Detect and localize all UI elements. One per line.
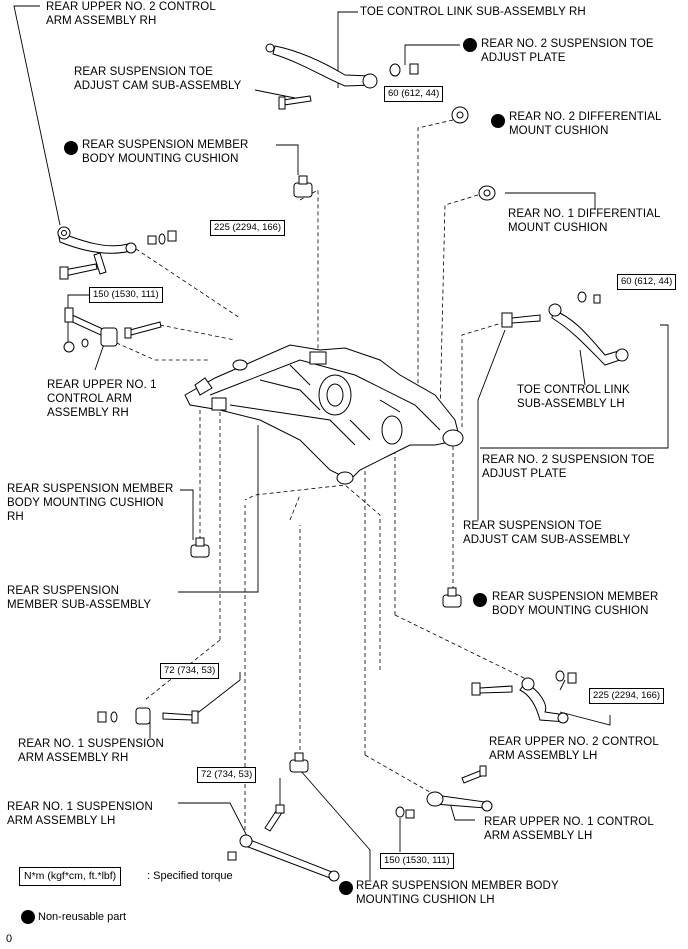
- torque-box: 72 (734, 53): [160, 663, 220, 679]
- leader-cushion-rh: [180, 489, 194, 540]
- leader-t225-lh: [559, 679, 566, 691]
- torque-box: 225 (2294, 166): [589, 688, 665, 704]
- cushion-top: [293, 175, 313, 198]
- non-reusable-marker: [64, 141, 78, 155]
- label-upper1-lh: REAR UPPER NO. 1 CONTROL ARM ASSEMBLY LH: [484, 816, 654, 842]
- cushion-lh: [289, 752, 309, 773]
- toe-link-lh: [501, 291, 629, 366]
- label-susp1-lh: REAR NO. 1 SUSPENSION ARM ASSEMBLY LH: [7, 801, 153, 827]
- leader-toe-cam-top: [254, 89, 296, 99]
- leader-cushion-lh: [299, 769, 371, 880]
- leader-upper2-lh: [559, 711, 611, 726]
- label-toe-plate-top: REAR NO. 2 SUSPENSION TOE ADJUST PLATE: [481, 38, 654, 64]
- label-susp1-rh: REAR NO. 1 SUSPENSION ARM ASSEMBLY RH: [18, 738, 164, 764]
- torque-box: 225 (2294, 166): [210, 220, 286, 236]
- label-toe-cam-top: REAR SUSPENSION TOE ADJUST CAM SUB-ASSEM…: [74, 66, 242, 92]
- label-toe-plate-mid: REAR NO. 2 SUSPENSION TOE ADJUST PLATE: [482, 454, 655, 480]
- leader-susp1-lh: [178, 802, 249, 839]
- label-member-cushion-right: REAR SUSPENSION MEMBER BODY MOUNTING CUS…: [492, 591, 659, 617]
- leader-t150-rh: [67, 294, 92, 345]
- cushion-rh: [190, 537, 210, 558]
- leader-toe-plate-top: [404, 44, 460, 65]
- torque-box: 60 (612, 44): [617, 274, 677, 290]
- upper1-arm-lh: [395, 765, 493, 819]
- torque-box: 150 (1530, 111): [380, 853, 454, 869]
- leader-upper2-rh: [13, 5, 61, 226]
- leader-t72-rh: [194, 672, 241, 716]
- non-reusable-marker: [491, 114, 505, 128]
- leader-diff1: [505, 192, 596, 210]
- legend-non-reusable-text: Non-reusable part: [38, 911, 127, 923]
- toe-link-rh: [265, 43, 419, 110]
- cushion-right: [442, 587, 462, 608]
- upper2-arm-lh: [471, 670, 577, 724]
- torque-box: 60 (612, 44): [384, 86, 444, 102]
- label-member-cushion-lh: REAR SUSPENSION MEMBER BODY MOUNTING CUS…: [356, 880, 559, 906]
- torque-box: 150 (1530, 111): [89, 287, 163, 303]
- legend-torque-unit: N*m (kgf*cm, ft.*lbf): [19, 867, 122, 886]
- legend-torque-text: : Specified torque: [147, 870, 233, 882]
- leader-plate-mid: [480, 324, 669, 449]
- leader-upper1-lh: [449, 802, 475, 821]
- leader-upper1-rh: [94, 343, 105, 371]
- label-member-sub: REAR SUSPENSION MEMBER SUB-ASSEMBLY: [7, 585, 152, 611]
- non-reusable-marker: [463, 38, 477, 52]
- leader-toe-link-rh: [337, 11, 358, 88]
- susp1-arm-lh: [227, 804, 340, 882]
- legend-non-reusable-icon: [21, 910, 35, 924]
- label-diff2: REAR NO. 2 DIFFERENTIAL MOUNT CUSHION: [509, 111, 662, 137]
- upper2-arm-rh: [57, 226, 177, 280]
- label-upper2-rh: REAR UPPER NO. 2 CONTROL ARM ASSEMBLY RH: [46, 1, 216, 27]
- upper1-arm-rh: [63, 307, 162, 353]
- label-member-cushion-top: REAR SUSPENSION MEMBER BODY MOUNTING CUS…: [82, 139, 249, 165]
- leader-toe-link-lh: [579, 349, 586, 386]
- label-toe-cam-mid: REAR SUSPENSION TOE ADJUST CAM SUB-ASSEM…: [463, 520, 631, 546]
- label-toe-link-lh: TOE CONTROL LINK SUB-ASSEMBLY LH: [517, 384, 630, 410]
- footer-code: 0: [6, 933, 13, 945]
- diff-cushions: [451, 106, 496, 201]
- non-reusable-marker: [473, 593, 487, 607]
- leader-cam-mid: [477, 329, 506, 520]
- label-diff1: REAR NO. 1 DIFFERENTIAL MOUNT CUSHION: [508, 208, 661, 234]
- label-toe-link-rh: TOE CONTROL LINK SUB-ASSEMBLY RH: [360, 6, 586, 18]
- leader-cushion-top: [276, 144, 299, 175]
- label-upper1-rh: REAR UPPER NO. 1 CONTROL ARM ASSEMBLY RH: [47, 379, 157, 419]
- label-upper2-lh: REAR UPPER NO. 2 CONTROL ARM ASSEMBLY LH: [489, 736, 659, 762]
- suspension-member: [184, 344, 464, 485]
- non-reusable-marker: [339, 881, 353, 895]
- torque-box: 72 (734, 53): [197, 767, 257, 783]
- susp1-arm-rh: [97, 707, 199, 725]
- label-member-cushion-rh: REAR SUSPENSION MEMBER BODY MOUNTING CUS…: [7, 483, 174, 523]
- leader-member-sub: [178, 425, 259, 593]
